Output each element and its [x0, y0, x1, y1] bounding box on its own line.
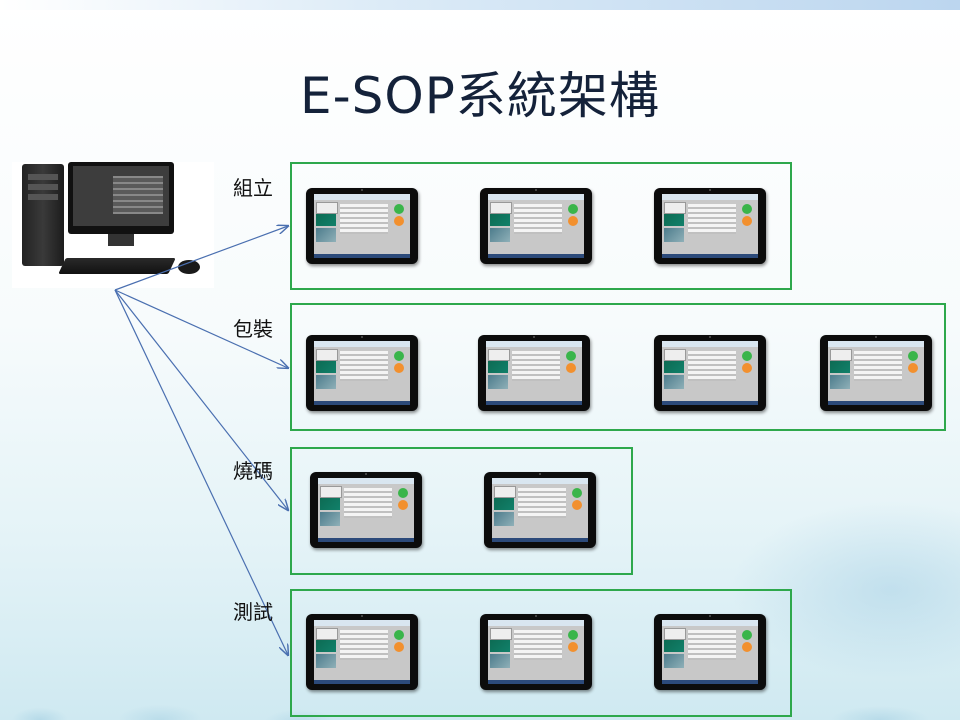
tablet-screen [662, 620, 758, 684]
group-label-packing: 包裝 [233, 317, 273, 341]
tablet-assembly-2 [480, 188, 592, 264]
group-box-assembly [290, 162, 792, 290]
tablet-screen [662, 194, 758, 258]
tablet-screen [486, 341, 582, 405]
tablet-packing-4 [820, 335, 932, 411]
tablet-screen [314, 620, 410, 684]
arrow-to-packing [114, 289, 288, 368]
monitor-icon [68, 162, 174, 234]
group-box-burning [290, 447, 633, 575]
arrow-to-assembly [114, 226, 288, 291]
tablet-packing-3 [654, 335, 766, 411]
pc-tower-icon [22, 164, 64, 266]
tablet-assembly-1 [306, 188, 418, 264]
arrow-to-burning [114, 289, 288, 510]
group-label-testing: 測試 [233, 600, 273, 624]
tablet-burning-2 [484, 472, 596, 548]
group-label-burning: 燒碼 [233, 459, 273, 483]
tablet-screen [314, 341, 410, 405]
tablet-assembly-3 [654, 188, 766, 264]
tablet-screen [492, 478, 588, 542]
tablet-screen [828, 341, 924, 405]
tablet-screen [318, 478, 414, 542]
tablet-screen [488, 194, 584, 258]
tablet-screen [662, 341, 758, 405]
arrow-to-testing [114, 289, 288, 655]
group-box-packing [290, 303, 946, 431]
server-computer [12, 162, 214, 288]
group-box-testing [290, 589, 792, 717]
tablet-testing-2 [480, 614, 592, 690]
top-decoration-band [0, 0, 960, 10]
tablet-testing-3 [654, 614, 766, 690]
tablet-packing-1 [306, 335, 418, 411]
group-label-assembly: 組立 [233, 176, 273, 200]
mouse-icon [178, 260, 200, 274]
slide-title: E-SOP系統架構 [300, 67, 660, 125]
tablet-burning-1 [310, 472, 422, 548]
tablet-screen [314, 194, 410, 258]
tablet-packing-2 [478, 335, 590, 411]
tablet-testing-1 [306, 614, 418, 690]
tablet-screen [488, 620, 584, 684]
